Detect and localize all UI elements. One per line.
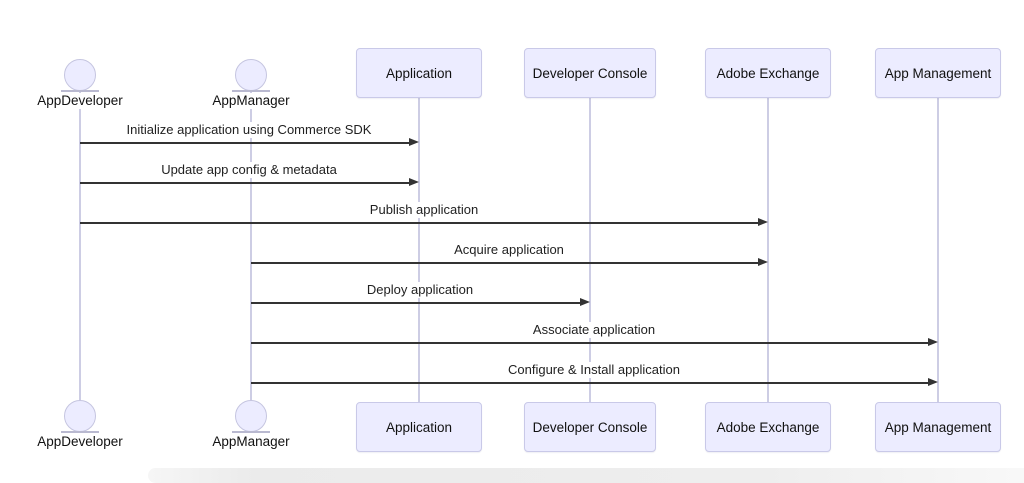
message-label: Publish application [367,202,481,218]
actor-label-appmanager-bottom: AppManager [209,434,293,450]
message-label: Associate application [530,322,658,338]
actor-label-appdeveloper-bottom: AppDeveloper [34,434,126,450]
lifeline-adobe-exchange [767,98,769,402]
arrowhead-icon [758,258,768,267]
actor-head-icon [235,400,267,432]
participant-application-bottom: Application [356,402,482,452]
message-line [251,382,929,384]
participant-application-top: Application [356,48,482,98]
participant-app-management-top: App Management [875,48,1001,98]
arrowhead-icon [758,218,768,227]
message-label: Update app config & metadata [159,162,339,178]
message-label: Acquire application [452,242,566,258]
lifeline-appmanager [250,91,252,402]
participant-label: App Management [884,419,992,435]
message-label: Initialize application using Commerce SD… [124,122,374,138]
participant-label: Application [385,419,453,435]
message-line [80,142,410,144]
actor-arms [61,90,99,92]
actor-label-appmanager-top: AppManager [209,93,293,109]
actor-head-icon [64,400,96,432]
participant-app-management-bottom: App Management [875,402,1001,452]
message-label: Deploy application [364,282,476,298]
participant-developer-console-bottom: Developer Console [524,402,656,452]
actor-head-icon [235,59,267,91]
message-line [251,262,759,264]
message-line [251,342,929,344]
actor-label-appdeveloper-top: AppDeveloper [34,93,126,109]
message-label: Configure & Install application [506,362,682,378]
lifeline-developer-console [589,98,591,402]
page-edge-shadow [148,468,1024,483]
arrowhead-icon [928,378,938,387]
participant-adobe-exchange-top: Adobe Exchange [705,48,831,98]
actor-head-icon [64,59,96,91]
participant-label: Developer Console [532,419,648,435]
lifeline-app-management [937,98,939,402]
participant-label: App Management [884,65,992,81]
participant-adobe-exchange-bottom: Adobe Exchange [705,402,831,452]
arrowhead-icon [928,338,938,347]
message-line [80,222,759,224]
participant-label: Developer Console [532,65,648,81]
participant-label: Application [385,65,453,81]
arrowhead-icon [409,178,419,187]
participant-label: Adobe Exchange [716,65,820,81]
lifeline-appdeveloper [79,91,81,402]
participant-label: Adobe Exchange [716,419,820,435]
actor-arms [61,431,99,433]
arrowhead-icon [409,138,419,147]
lifeline-application [418,98,420,402]
message-line [251,302,581,304]
participant-developer-console-top: Developer Console [524,48,656,98]
arrowhead-icon [580,298,590,307]
actor-arms [232,90,270,92]
message-line [80,182,410,184]
actor-arms [232,431,270,433]
